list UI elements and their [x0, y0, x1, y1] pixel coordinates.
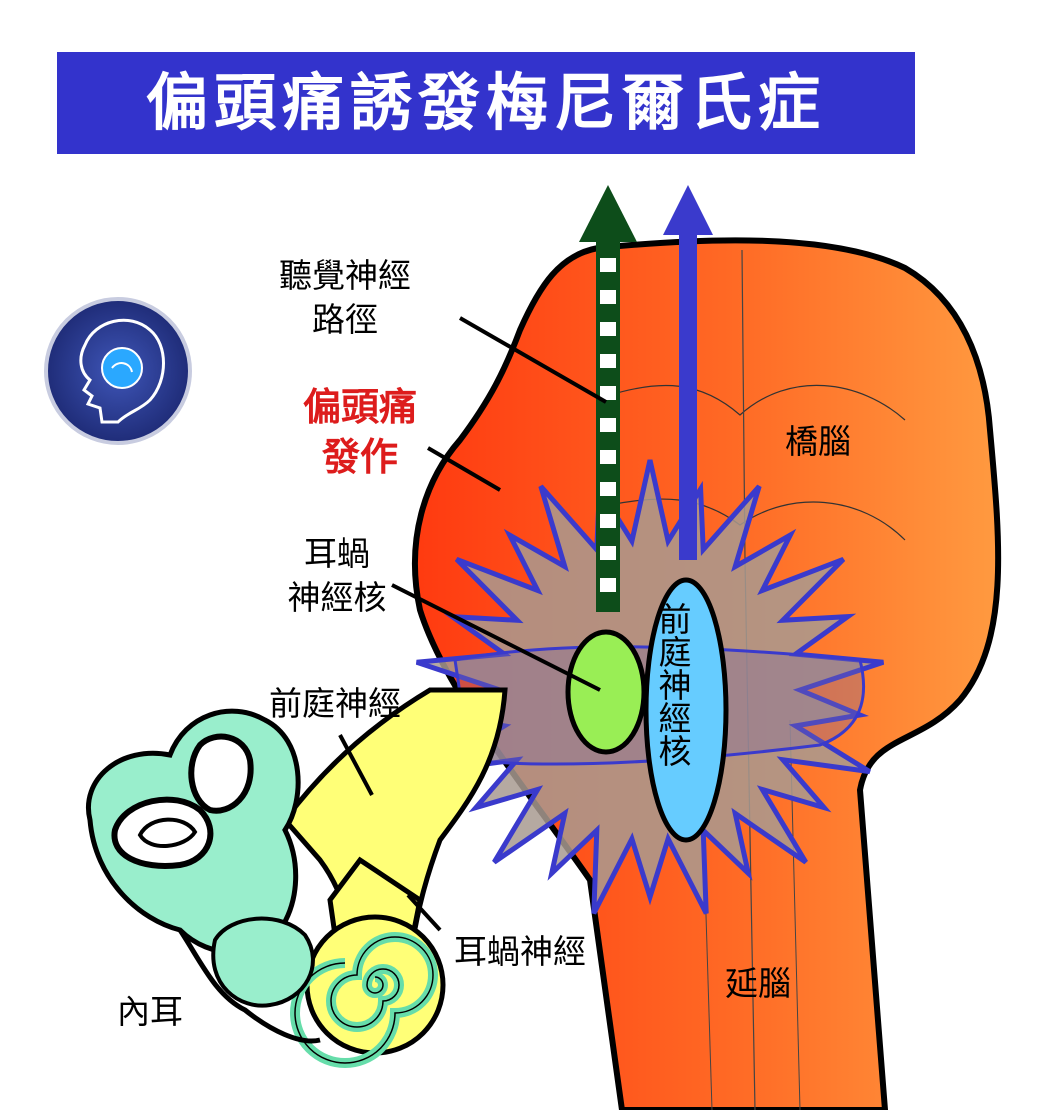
inner-ear-base: [177, 928, 321, 1044]
cochlea-spiral-line: [294, 936, 434, 1064]
auditory-arrow-dash: [600, 482, 616, 496]
label-migraine-line2: 發作: [321, 434, 398, 479]
auditory-arrow-dash: [600, 258, 616, 272]
auditory-arrow-dash: [600, 578, 616, 592]
title-bar: 偏頭痛誘發梅尼爾氏症: [57, 52, 915, 154]
leader-line-auditory: [459, 316, 607, 404]
label-migraine-line1: 偏頭痛: [302, 384, 417, 429]
leader-line-vestibular-nerve: [338, 734, 374, 796]
leader-line-migraine: [426, 446, 502, 492]
leader-line-cochlear-nerve: [406, 893, 442, 932]
auditory-arrow-dash: [600, 322, 616, 336]
canal-inner-band: [137, 817, 198, 849]
auditory-arrow-dash: [600, 418, 616, 432]
canal-loop: [111, 796, 214, 869]
label-vestibular-nerve: 前庭神經: [269, 684, 401, 723]
label-cochlear-nucleus-line1: 耳蝸: [304, 534, 370, 573]
label-pons: 橋腦: [785, 422, 851, 461]
auditory-arrow-dash: [600, 354, 616, 368]
label-auditory-pathway: 聽覺神經 路徑: [255, 254, 435, 342]
label-medulla: 延腦: [725, 964, 791, 1003]
head-profile-logo-icon: [44, 297, 192, 445]
label-cochlear-nerve: 耳蝸神經: [454, 932, 586, 971]
auditory-arrow-dash: [600, 450, 616, 464]
pons-fold-line: [609, 384, 906, 421]
auditory-pathway-arrow: [579, 185, 637, 612]
page-title: 偏頭痛誘發梅尼爾氏症: [145, 66, 826, 139]
leader-line-cochlear-nucleus: [391, 583, 601, 692]
canal-loop: [188, 733, 254, 814]
vestibular-pathway-arrow: [663, 185, 713, 560]
cochlear-nucleus: [565, 629, 647, 755]
auditory-arrow-dash: [600, 514, 616, 528]
auditory-arrow-dash: [600, 290, 616, 304]
label-cochlear-nucleus: 耳蝸 神經核: [262, 532, 412, 620]
label-inner-ear: 內耳: [117, 992, 183, 1031]
label-migraine-attack: 偏頭痛 發作: [275, 382, 445, 482]
label-auditory-pathway-line2: 路徑: [312, 300, 378, 339]
label-auditory-pathway-line1: 聽覺神經: [279, 256, 411, 295]
label-cochlear-nucleus-line2: 神經核: [287, 578, 387, 617]
inner-ear: [86, 687, 508, 1068]
auditory-arrow-dash: [600, 546, 616, 560]
label-vestibular-nucleus: 前庭神經核: [653, 602, 692, 767]
vestibular-nucleus: [643, 577, 729, 843]
auditory-arrow-dash: [600, 386, 616, 400]
vestibule-shape: [211, 916, 315, 1008]
